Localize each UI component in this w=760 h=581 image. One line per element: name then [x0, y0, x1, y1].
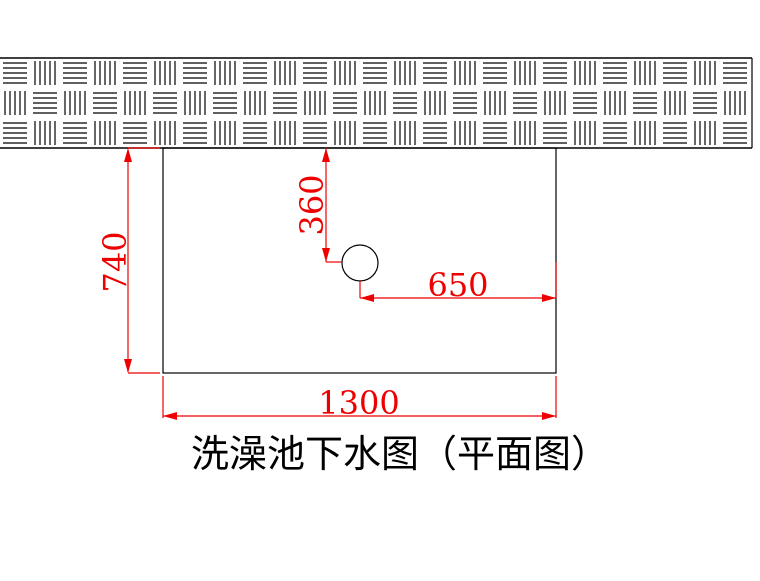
- dimension-drain-from-side: [359, 262, 557, 302]
- drain-circle: [341, 244, 379, 282]
- drawing-title: 洗澡池下水图（平面图）: [191, 432, 609, 476]
- shower-pan-outline: [162, 147, 557, 374]
- width-dimension-label: 1300: [318, 384, 399, 422]
- drain-wall-dimension-label: 360: [293, 174, 331, 235]
- wall-tile-band: [0, 57, 753, 149]
- dimension-drain-from-wall: [322, 148, 342, 263]
- dimension-depth: [124, 147, 160, 374]
- depth-dimension-label: 740: [96, 231, 134, 292]
- dimension-width: [162, 376, 557, 420]
- drain-side-dimension-label: 650: [427, 266, 488, 304]
